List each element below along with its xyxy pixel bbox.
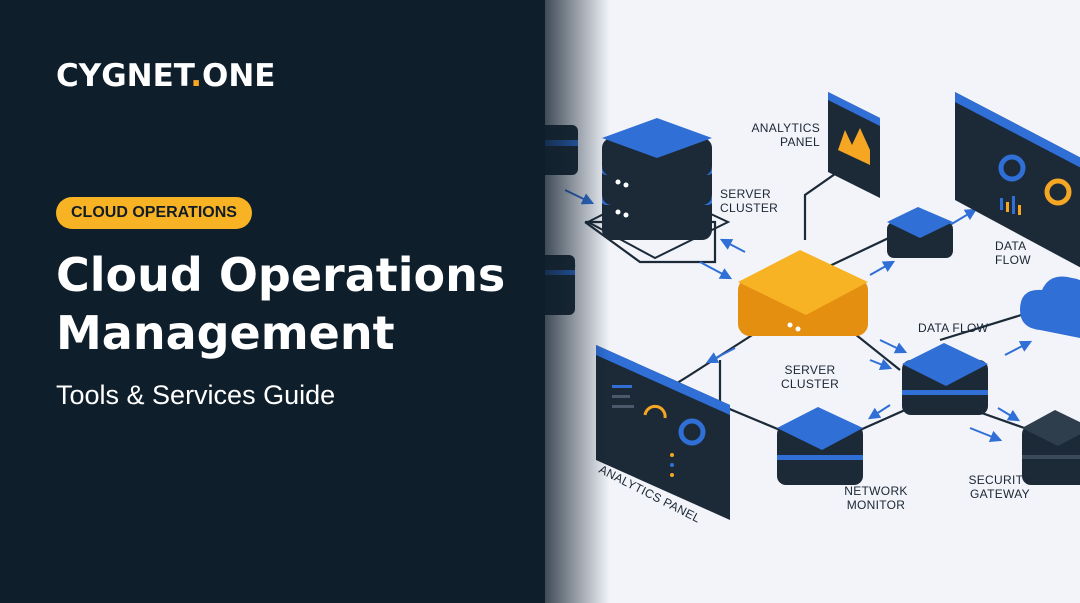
label-security-gateway-2: GATEWAY	[970, 487, 1030, 501]
dashboard-right-node	[955, 92, 1080, 268]
label-data-flow-right-1: DATA	[995, 239, 1026, 253]
label-security-gateway-1: SECURITY	[968, 473, 1031, 487]
analytics-panel-bottom-node	[596, 345, 730, 520]
illustration-panel: ANALYTICS PANEL SERVER CLUSTER DATA FLOW…	[540, 0, 1080, 603]
category-badge[interactable]: CLOUD OPERATIONS	[56, 197, 252, 229]
logo-text-1: CYGNET	[56, 58, 191, 94]
label-server-cluster-top-2: CLUSTER	[720, 201, 778, 215]
label-data-flow-mid: DATA FLOW	[918, 321, 989, 335]
server-cluster-top-node	[585, 118, 731, 260]
logo-text-2: ONE	[201, 58, 276, 94]
label-server-cluster-center-2: CLUSTER	[781, 377, 839, 391]
label-analytics-panel-top-1: ANALYTICS	[752, 121, 821, 135]
label-analytics-panel-top-2: PANEL	[780, 135, 820, 149]
network-monitor-node	[777, 407, 863, 485]
label-network-monitor-1: NETWORK	[844, 484, 907, 498]
data-flow-node	[902, 343, 988, 415]
data-flow-small-node	[887, 207, 953, 258]
analytics-panel-top-node	[828, 92, 880, 198]
label-server-cluster-center-1: SERVER	[785, 363, 836, 377]
logo-dot: .	[190, 58, 202, 94]
central-server-node	[738, 250, 868, 336]
left-panel: CYGNET.ONE CLOUD OPERATIONS Cloud Operat…	[56, 58, 526, 410]
panel-shadow	[540, 0, 610, 603]
title-line-1: Cloud Operations	[56, 248, 506, 302]
security-gateway-node	[1022, 410, 1080, 485]
brand-logo[interactable]: CYGNET.ONE	[56, 58, 275, 94]
label-server-cluster-top-1: SERVER	[720, 187, 771, 201]
page-subtitle: Tools & Services Guide	[56, 380, 336, 410]
label-data-flow-right-2: FLOW	[995, 253, 1031, 267]
label-network-monitor-2: MONITOR	[847, 498, 906, 512]
title-line-2: Management	[56, 306, 395, 360]
page-title: Cloud Operations Management	[56, 246, 526, 362]
cloud-icon	[1020, 276, 1080, 338]
cloud-diagram-illustration: ANALYTICS PANEL SERVER CLUSTER DATA FLOW…	[540, 92, 1080, 526]
